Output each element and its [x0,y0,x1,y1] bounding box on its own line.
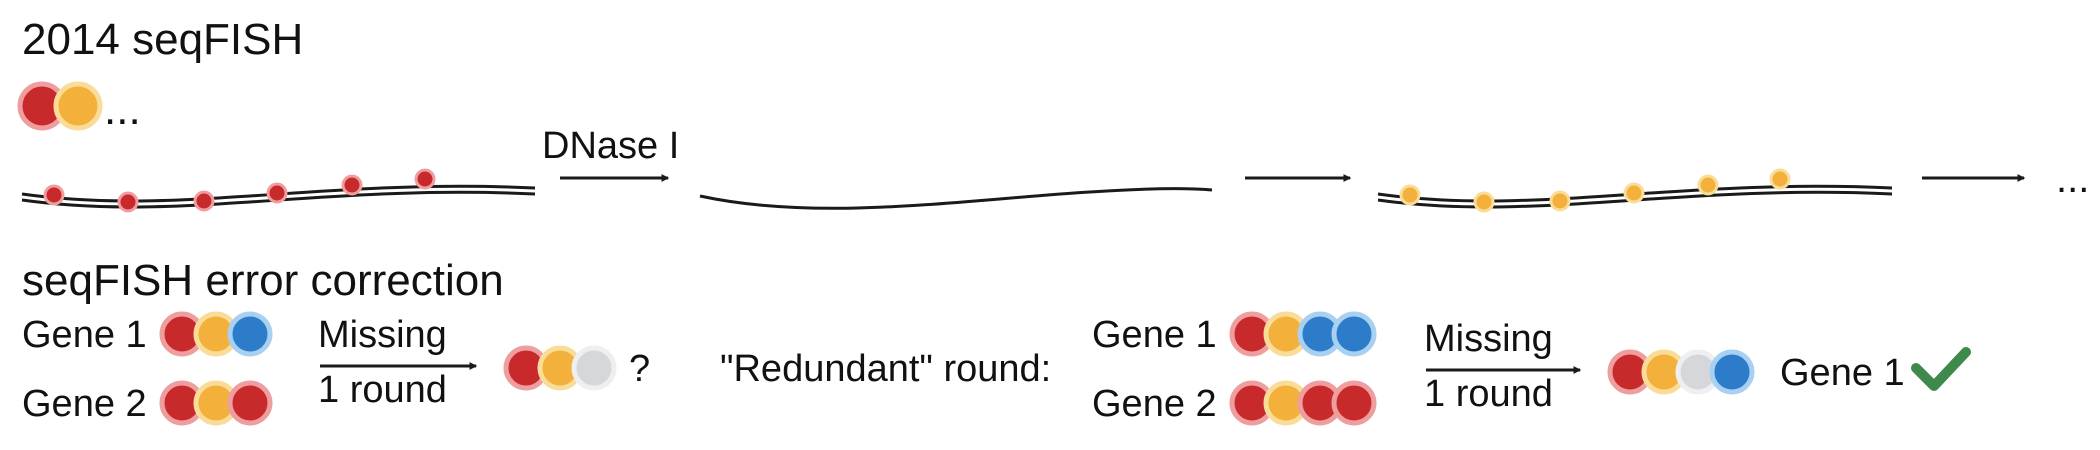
probe-legend [17,81,103,131]
dna-strand-a [21,184,536,203]
yellow-probe [1473,191,1495,213]
gene2-label-redundant: Gene 2 [1092,383,1217,425]
yellow-probe [1399,184,1421,206]
gene1-barcode [159,311,273,357]
ambiguous-barcode [503,345,617,391]
gene1-barcode-redundant [1229,311,1377,357]
strand-hybridized-red [21,168,536,213]
legend-ellipsis: ... [104,85,141,134]
gene2-label: Gene 2 [22,383,147,425]
yellow-probe [1697,174,1719,196]
section-title-top: 2014 seqFISH [22,15,303,64]
redundant-round-label: "Redundant" round: [720,348,1051,390]
dna-strand-a [1377,184,1893,203]
dna-strand-b [21,190,536,209]
yellow-probe [1769,168,1791,190]
legend-yellow-dot [53,81,103,131]
checkmark-icon [1911,347,1971,391]
barcode-dot-blue [227,311,273,357]
dna-strand-b [1377,190,1893,209]
missing-label-1: Missing [318,314,447,356]
gene1-label: Gene 1 [22,314,147,356]
barcode-dot-blue [1331,311,1377,357]
section-title-bottom: seqFISH error correction [22,256,504,305]
gene1-label-redundant: Gene 1 [1092,314,1217,356]
question-mark: ? [629,348,650,390]
yellow-probe [1549,190,1571,212]
dnase-label: DNase I [542,125,679,167]
missing-label-2: Missing [1424,318,1553,360]
red-probe [414,168,436,190]
red-probe [341,174,363,196]
result-gene-label: Gene 1 [1780,352,1905,394]
red-probe [193,190,215,212]
round-label-2: 1 round [1424,373,1553,415]
bare-strand [699,187,1213,210]
red-probe [117,191,139,213]
round-label-1: 1 round [318,369,447,411]
barcode-dot-gray [571,345,617,391]
barcode-dot-red [1331,380,1377,426]
strand-hybridized-yellow [1377,168,1893,213]
yellow-probe [1623,182,1645,204]
red-probe [266,182,288,204]
barcode-dot-red [227,380,273,426]
recovered-barcode [1607,349,1755,395]
gene2-barcode [159,380,273,426]
gene2-barcode-redundant [1229,380,1377,426]
end-ellipsis: ... [2056,157,2089,201]
barcode-dot-blue [1709,349,1755,395]
red-probe [43,184,65,206]
